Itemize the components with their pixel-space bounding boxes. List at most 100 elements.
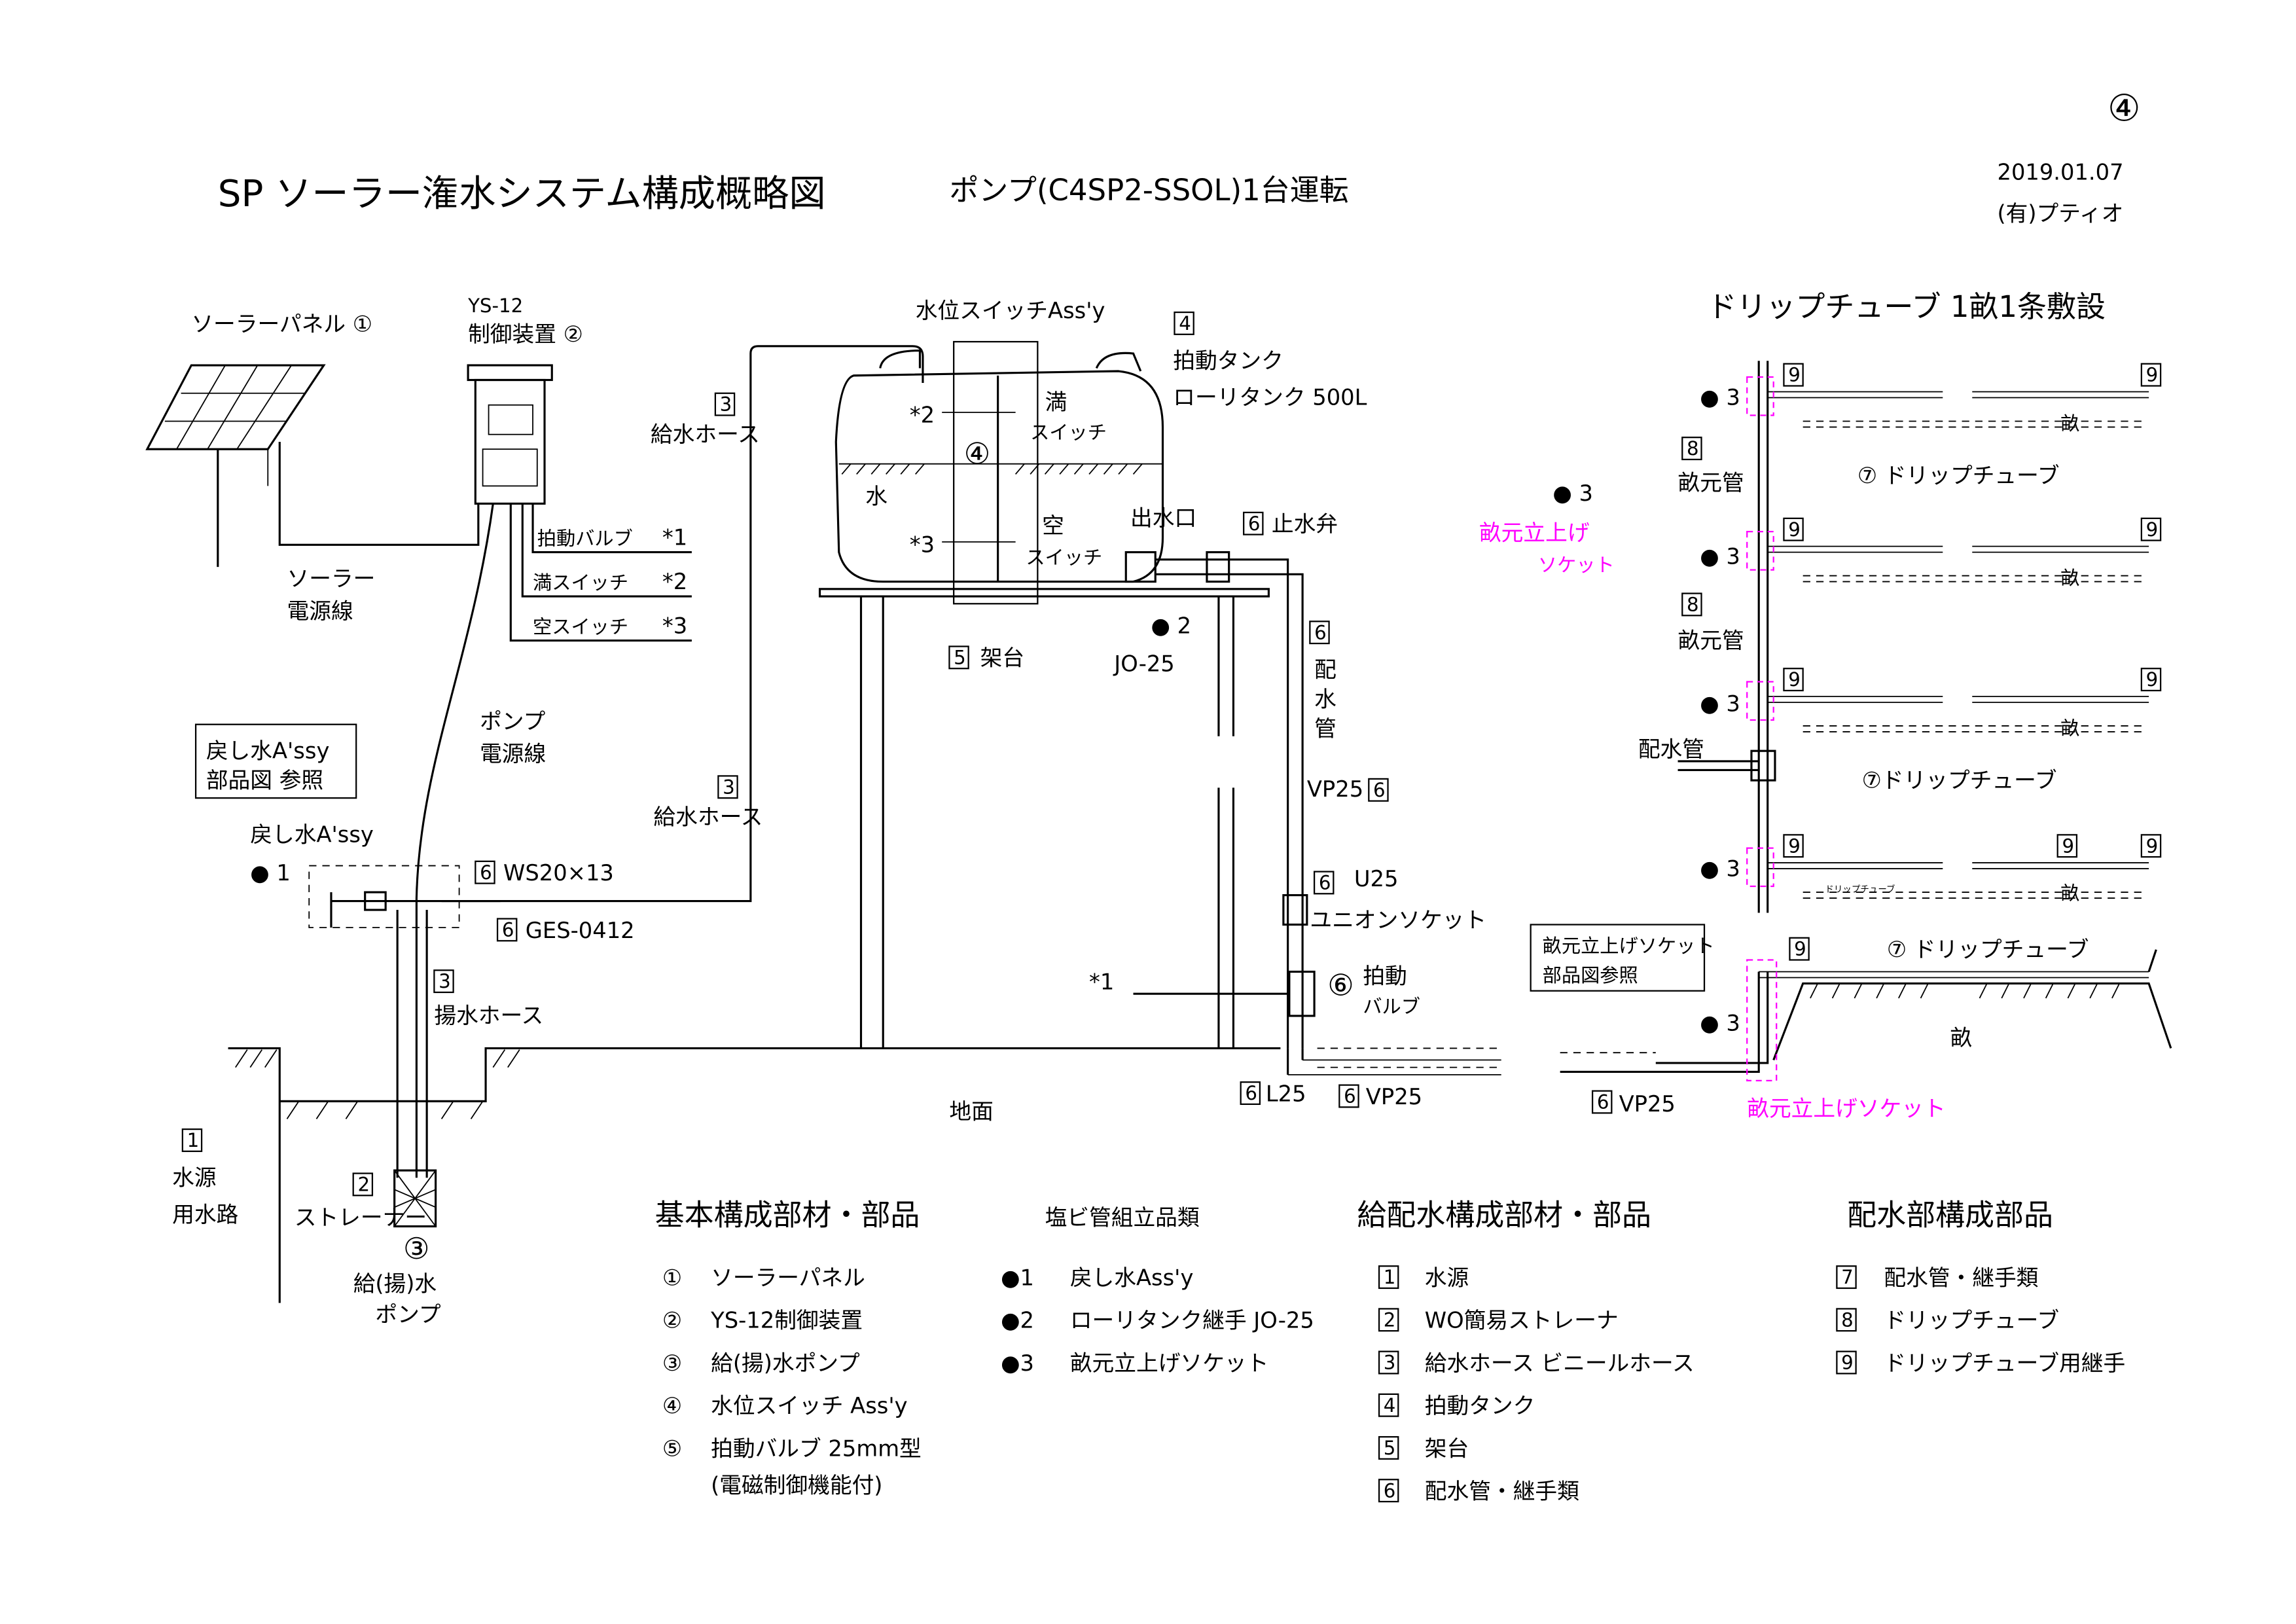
dist-pipe-label: 配水管 (1638, 736, 1704, 762)
legend-item: 拍動タンク (1425, 1393, 1535, 1418)
box-number: 9 (1794, 938, 1806, 960)
water-label: 水 (865, 483, 888, 509)
legend-title: 基本構成部材・部品 (655, 1197, 920, 1232)
vp25-label: VP25 (1619, 1091, 1676, 1117)
drip-small-label: ドリップチューブ (1825, 884, 1895, 895)
box-number: 9 (1788, 518, 1801, 541)
legend-title: 給配水構成部材・部品 (1357, 1197, 1651, 1232)
level-switch (953, 340, 1039, 605)
box-number: 4 (1179, 312, 1191, 334)
legend-no: 4 (1384, 1394, 1396, 1416)
wire-mark: *1 (662, 524, 687, 550)
legend-no: ●3 (1001, 1350, 1034, 1376)
supply-hose-label: 給水ホース (653, 804, 762, 830)
water-source-label: 用水路 (172, 1202, 238, 1227)
riser-ref-label: 部品図参照 (1543, 964, 1638, 986)
return-ref-label: 戻し水A'ssy (206, 738, 330, 763)
ridge-pipe-label: 畝元管 (1678, 628, 1744, 653)
controller-model: YS-12 (467, 295, 523, 317)
legend-note: (電磁制御機能付) (711, 1473, 882, 1498)
full-switch-label: スイッチ (1030, 421, 1107, 443)
pipe-label: 配 (1314, 657, 1336, 683)
wire-mark: *3 (662, 613, 687, 638)
page-title: SP ソーラー潅水システム構成概略図 (218, 173, 826, 215)
legend-title: 塩ビ管組立品類 (1045, 1204, 1200, 1230)
legend-item: 畝元立上げソケット (1070, 1350, 1268, 1376)
box-number: 1 (187, 1129, 200, 1151)
box-number: 6 (1245, 1082, 1257, 1104)
pump-number: ③ (403, 1231, 429, 1266)
box-number: 8 (1687, 437, 1699, 460)
legend-item: WO簡易ストレーナ (1425, 1308, 1619, 1333)
riser-marker: ● 3 (1700, 385, 1740, 410)
vp25-label: VP25 (1307, 776, 1363, 802)
legend-item: 水位スイッチ Ass'y (711, 1393, 907, 1418)
legend-no: ② (662, 1308, 682, 1333)
pipe-label: 管 (1314, 716, 1336, 742)
valve-number: ⑥ (1327, 967, 1354, 1002)
stand-label: 架台 (980, 645, 1024, 671)
return-assy-label: 戻し水A'ssy (250, 822, 374, 848)
legend-item: 拍動バルブ 25mm型 (711, 1435, 922, 1461)
tank-label: 拍動タンク (1173, 348, 1283, 374)
ridge-pipe-label: 畝元管 (1678, 470, 1744, 496)
jo-label: JO-25 (1113, 651, 1175, 677)
legend-no: 5 (1384, 1437, 1396, 1459)
box-number: 6 (1597, 1091, 1609, 1113)
legend-no: ●2 (1001, 1308, 1034, 1333)
return-assy-marker: ● 1 (250, 860, 291, 886)
riser-marker: ● 3 (1700, 1010, 1740, 1036)
company: (有)プティオ (1998, 201, 2124, 226)
pump-label: 給(揚)水 (353, 1271, 437, 1296)
ridge-label: 畝 (2060, 717, 2079, 739)
riser-marker: ● 3 (1700, 544, 1740, 569)
wire-mark: *2 (662, 569, 687, 594)
box-number: 6 (502, 919, 514, 941)
vp25-label: VP25 (1366, 1084, 1422, 1110)
drip-rows (1746, 376, 2149, 899)
empty-switch-label: 空 (1042, 513, 1064, 538)
ridge-label: 畝 (2060, 882, 2079, 904)
legend-item: 水源 (1425, 1265, 1469, 1290)
wire-label-full: 満スイッチ (533, 571, 628, 594)
legend-item: ソーラーパネル (711, 1265, 865, 1290)
pump-cable-label: 電源線 (480, 741, 546, 767)
legend-item: 戻し水Ass'y (1070, 1265, 1194, 1290)
legend-item: ローリタンク継手 JO-25 (1070, 1308, 1314, 1333)
solar-cable-label: ソーラー (287, 566, 376, 591)
riser-socket-label: 畝元立上げソケット (1747, 1096, 1945, 1121)
water-source-label: 水源 (172, 1165, 216, 1191)
l25-label: L25 (1266, 1081, 1306, 1106)
legend-no: 9 (1841, 1352, 1854, 1374)
page-subtitle: ポンプ(C4SP2-SSOL)1台運転 (949, 173, 1348, 208)
ridge-label: 畝 (2060, 412, 2079, 435)
legend-item: 配水管・継手類 (1884, 1265, 2038, 1290)
box-number: 3 (720, 393, 732, 416)
empty-switch-label: スイッチ (1026, 547, 1102, 569)
box-number: 9 (2062, 835, 2074, 857)
ground-label: 地面 (949, 1098, 993, 1124)
solar-panel (145, 364, 326, 568)
legend-no: ① (662, 1265, 682, 1290)
box-number: 6 (1248, 513, 1261, 535)
box-number: 9 (1788, 364, 1801, 386)
wire-label-empty: 空スイッチ (533, 615, 628, 638)
controller (467, 364, 553, 505)
box-number: 3 (723, 776, 735, 798)
ridge-label: 畝 (1950, 1025, 1973, 1051)
riser-marker: ● 3 (1700, 856, 1740, 881)
valve-wire-mark: *1 (1089, 969, 1114, 994)
box-number: 6 (1314, 621, 1327, 643)
legend-item: ドリップチューブ (1884, 1308, 2059, 1333)
box-number: 8 (1687, 594, 1699, 616)
level-switch-number: ④ (964, 437, 990, 471)
box-number: 3 (439, 970, 451, 992)
legend-no: ③ (662, 1350, 682, 1376)
solar-panel-label: ソーラーパネル ① (191, 311, 372, 336)
legend-no: 3 (1384, 1352, 1396, 1374)
legend-no: 6 (1384, 1479, 1396, 1502)
valve-label: 拍動 (1363, 963, 1407, 988)
